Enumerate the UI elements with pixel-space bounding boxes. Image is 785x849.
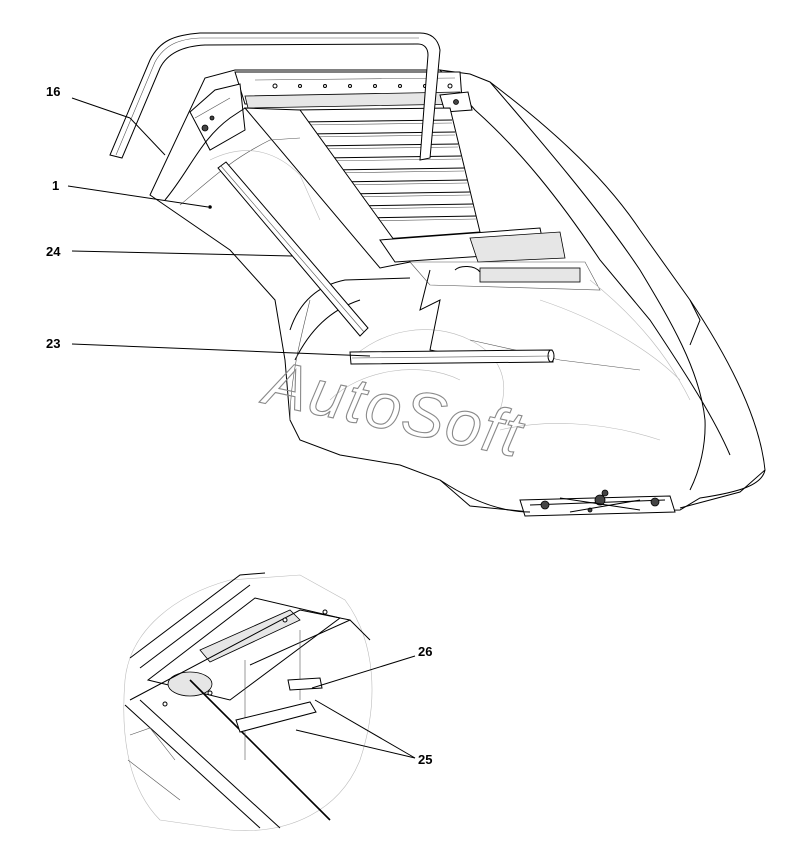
rear-hinge-mechanism xyxy=(519,489,676,517)
callout-25: 25 xyxy=(418,752,432,767)
callout-16: 16 xyxy=(46,84,60,99)
leader-lines xyxy=(67,97,416,759)
seal-strip-24 xyxy=(217,161,369,337)
strip-26 xyxy=(287,677,323,691)
cab-roof-assembly xyxy=(149,69,766,517)
seal-strip-23 xyxy=(349,349,555,365)
headliner-slats xyxy=(294,107,481,241)
strip-25 xyxy=(235,701,317,733)
handrail-16 xyxy=(109,32,441,161)
callout-1: 1 xyxy=(52,178,59,193)
callout-23: 23 xyxy=(46,336,60,351)
callout-24: 24 xyxy=(46,244,61,259)
callout-26: 26 xyxy=(418,644,432,659)
detail-inset xyxy=(123,572,373,831)
rear-frame-bolts xyxy=(272,83,453,89)
